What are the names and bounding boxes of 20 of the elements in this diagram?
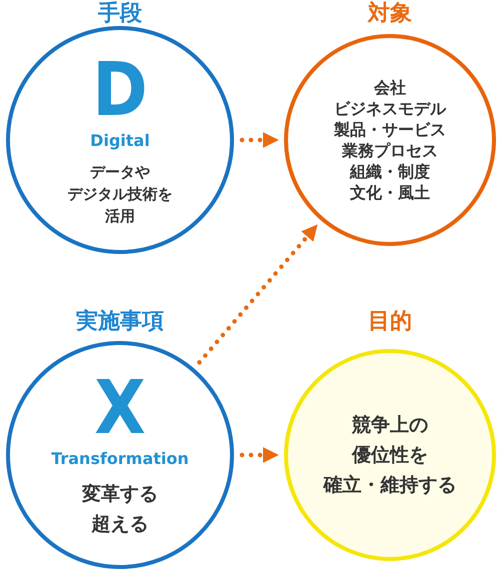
dotted-arrow (240, 132, 279, 148)
heading: 目的 (367, 308, 413, 336)
big-letter: D (92, 53, 148, 127)
list-item: 会社 (374, 77, 406, 98)
dotted-arrow (197, 224, 318, 365)
list-item: 業務プロセス (342, 140, 438, 161)
list-item: 製品・サービス (334, 119, 446, 140)
list-item: 文化・風土 (350, 182, 430, 203)
heading: 実施事項 (75, 308, 165, 336)
description: データやデジタル技術を活用 (68, 162, 172, 227)
description: 変革する超える (82, 482, 158, 537)
list-item: 組織・制度 (350, 161, 430, 182)
list-item: ビジネスモデル (334, 98, 446, 119)
dotted-arrow (240, 447, 279, 463)
english-word: Digital (90, 131, 150, 151)
description: 競争上の優位性を確立・維持する (324, 413, 456, 498)
heading: 対象 (366, 0, 413, 28)
english-word: Transformation (51, 449, 189, 469)
big-letter: X (94, 371, 146, 445)
heading: 手段 (97, 0, 143, 28)
